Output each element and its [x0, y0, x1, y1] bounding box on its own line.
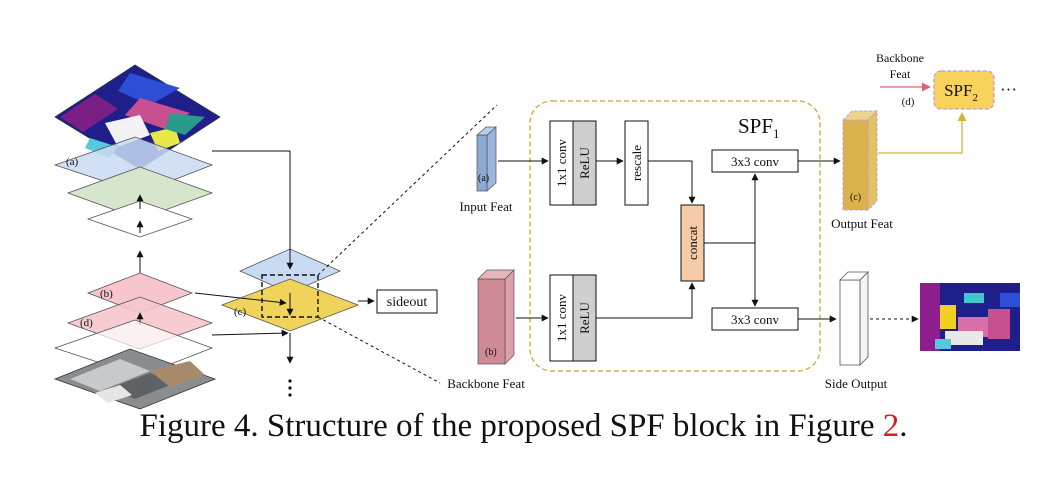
label-a-left: (a) [66, 156, 79, 168]
label-c-output: (c) [850, 192, 861, 203]
output-feat-prism [841, 109, 879, 212]
figure-caption: Figure 4. Structure of the proposed SPF … [0, 408, 1047, 445]
spf1-dashed-container [529, 100, 821, 372]
label-d-left: (d) [80, 317, 93, 329]
dashed-selection-box [261, 274, 319, 318]
plane-white-top [86, 200, 194, 238]
side-output-label: Side Output [825, 376, 888, 391]
backbone-top-label: Backbone [876, 51, 924, 65]
output-side: (c) Output Feat SPF2 ··· Backbone Feat (… [825, 51, 1020, 391]
side-output-plane [839, 271, 869, 366]
relu-top-box [572, 120, 597, 206]
label-a-input: (a) [478, 173, 489, 184]
middle-stack: (c) sideout [194, 104, 498, 397]
caption-figure-ref-link[interactable]: 2 [882, 408, 900, 444]
label-b-left: (b) [100, 288, 113, 300]
label-b-backbone: (b) [485, 347, 497, 358]
rescale-box [624, 120, 649, 206]
output-feat-label: Output Feat [831, 216, 893, 231]
backbone-feat-label: Backbone Feat [447, 376, 525, 391]
label-d-top: (d) [902, 96, 915, 108]
left-stack: (a) (b) (d) [53, 64, 221, 410]
conv1x1-bottom-label: 1x1 conv [554, 293, 569, 342]
spf2-label: SPF2 [944, 81, 978, 104]
relu-top-label: ReLU [577, 147, 592, 179]
side-output-segmentation-image [920, 283, 1020, 351]
conv3x3-bottom-label: 3x3 conv [731, 312, 780, 327]
conv3x3-top-label: 3x3 conv [731, 154, 780, 169]
rgb-photo-image [53, 348, 217, 410]
spf1-title: SPF1 [738, 114, 780, 141]
relu-bottom-label: ReLU [577, 302, 592, 334]
feat-top-label: Feat [890, 67, 911, 81]
spf2-ellipsis: ··· [1000, 80, 1017, 99]
rescale-label: rescale [629, 145, 644, 181]
input-feat-label: Input Feat [459, 199, 512, 214]
conv1x1-top-label: 1x1 conv [554, 138, 569, 187]
concat-label: concat [685, 226, 700, 260]
caption-suffix: . [899, 408, 908, 444]
segmentation-map-image [54, 64, 221, 170]
sideout-label: sideout [387, 295, 428, 310]
caption-prefix: Figure 4. Structure of the proposed SPF … [139, 408, 883, 444]
spf2-box [933, 70, 995, 110]
input-feat-prism [476, 126, 497, 192]
sideout-box [376, 289, 438, 314]
backbone-feat-prism [477, 269, 515, 365]
spf1-detail: SPF1 (a) Input Feat (b) Backbone Feat 1x… [447, 100, 841, 391]
label-c-middle: (c) [234, 306, 247, 318]
